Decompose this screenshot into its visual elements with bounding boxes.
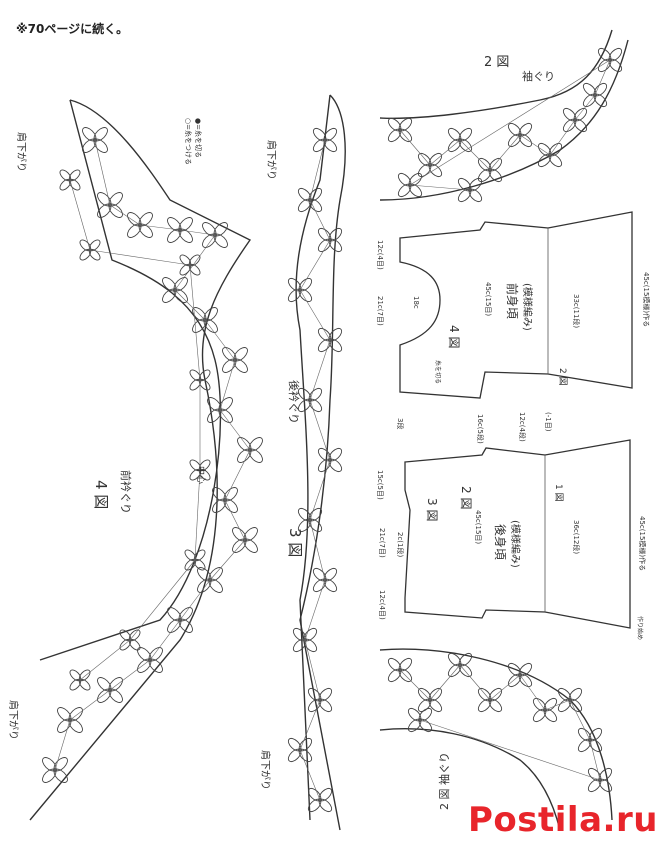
back-piece-neck-depth: 2c(1段) — [396, 532, 405, 557]
fig4-motif-group — [42, 127, 263, 783]
back-piece-start-note: 作り始め — [636, 616, 644, 640]
fig4-outer-edge — [39, 99, 222, 661]
front-piece-cut-note: 糸を切る — [434, 360, 442, 384]
front-piece-outline — [399, 211, 633, 399]
fig4-shoulder-label-top: 肩下がり — [15, 132, 28, 172]
fig4-front-neckline: 4 図 前衿ぐり 肩下がり 肩下がり 中心 ○=糸をつける ●=糸を切る — [7, 99, 263, 821]
fig3-outer-edge — [295, 94, 331, 821]
front-piece-shoulder-side: 12c(4目) — [376, 240, 384, 270]
back-piece-neck-width: 21c(7目) — [378, 528, 386, 558]
back-piece-fig-ref: 3 図 — [425, 498, 439, 521]
fig2-bottom-inner — [379, 728, 561, 831]
fig2-bottom-motif-group — [387, 652, 613, 793]
middle-armhole-dim: 16c(5段) — [476, 414, 485, 444]
back-piece-hem-total: 45c(15模様)作る — [638, 516, 647, 571]
fig2-title-bottom: 2 図 袖ぐり — [437, 752, 451, 810]
crochet-flower-motif — [387, 117, 413, 143]
fig3-inner-edge — [299, 94, 346, 831]
fig2-armhole-bottom: 2 図 袖ぐり — [379, 648, 613, 831]
postila-watermark: Postila.ru — [468, 800, 658, 840]
back-piece-fig2-ref: 2 図 — [459, 486, 473, 509]
back-piece-title: 後身頃 — [493, 524, 508, 560]
fig2-top-outer — [379, 29, 613, 119]
fig3-motif-group — [287, 127, 343, 813]
fig4-title: 前衿ぐり — [119, 470, 133, 514]
continued-note: ※70ページに続く。 — [16, 22, 129, 36]
front-piece-title: 前身頃 — [505, 283, 520, 319]
back-piece-subtitle: (模様編み) — [509, 520, 522, 568]
fig4-center-mark: 中心 — [195, 466, 207, 484]
back-piece-shoulder-side: 12c(4目) — [378, 590, 386, 620]
fig2-top-motif-group — [387, 47, 623, 203]
front-piece-subtitle: (模様編み) — [521, 283, 534, 331]
fig3-label: 3 図 — [286, 528, 304, 557]
fig3-shoulder-label-top: 肩下がり — [265, 140, 278, 180]
fig3-title: 後衿ぐり — [287, 380, 301, 424]
crochet-flower-motif — [312, 127, 338, 153]
crochet-flower-motif — [42, 757, 68, 783]
front-piece-fig2-ref: 2 図 — [557, 368, 568, 386]
watermark-brand: Postila — [468, 800, 603, 840]
front-piece-hem-total: 45c(15模様)作る — [642, 272, 651, 327]
fig4-shoulder-label-bottom: 肩下がり — [7, 700, 20, 740]
crochet-flower-motif — [397, 172, 423, 198]
watermark-tld: .ru — [602, 800, 658, 840]
fig2-armhole-top: 2 図 袖ぐり — [379, 29, 629, 203]
fig3-back-neckline: 3 図 後衿ぐり 肩下がり 肩下がり — [259, 94, 346, 831]
front-piece-neck-depth: 18c — [412, 296, 420, 309]
front-piece-length: 33c(11段) — [572, 294, 581, 328]
crochet-flower-motif — [297, 507, 323, 533]
back-piece-fig1-ref: 1 図 — [553, 484, 564, 502]
crochet-flower-motif — [307, 787, 333, 813]
fig3-shoulder-label-bottom: 肩下がり — [259, 750, 272, 790]
fig2-bottom-outer — [379, 648, 613, 821]
front-piece-neck-width: 21c(7目) — [376, 296, 384, 326]
back-piece-width-top: 45c(15目) — [474, 510, 482, 544]
fig2-title: 袖ぐり — [522, 69, 555, 83]
fig4-label: 4 図 — [92, 480, 110, 509]
middle-side-mark: (-1目) — [544, 412, 552, 432]
middle-shoulder-drop: 3段 — [396, 418, 405, 429]
back-piece-length: 36c(12段) — [572, 520, 581, 554]
fig2-label: 2 図 — [484, 55, 509, 70]
back-piece-side: 15c(5目) — [376, 470, 384, 500]
fig4-inner-edge — [29, 99, 252, 821]
fig4-legend-line1: ○=糸をつける — [184, 118, 193, 165]
front-piece-fig-ref: 4 図 — [447, 325, 461, 348]
schematic-pieces: 前身頃 (模様編み) 4 図 2 図 45c(15目) 12c(4目) 21c(… — [376, 211, 651, 640]
front-piece-width-top: 45c(15目) — [484, 282, 492, 316]
middle-side-len-dim: 12c(4段) — [518, 412, 527, 442]
back-piece-outline — [404, 439, 631, 629]
fig4-legend-line2: ●=糸を切る — [194, 118, 203, 158]
